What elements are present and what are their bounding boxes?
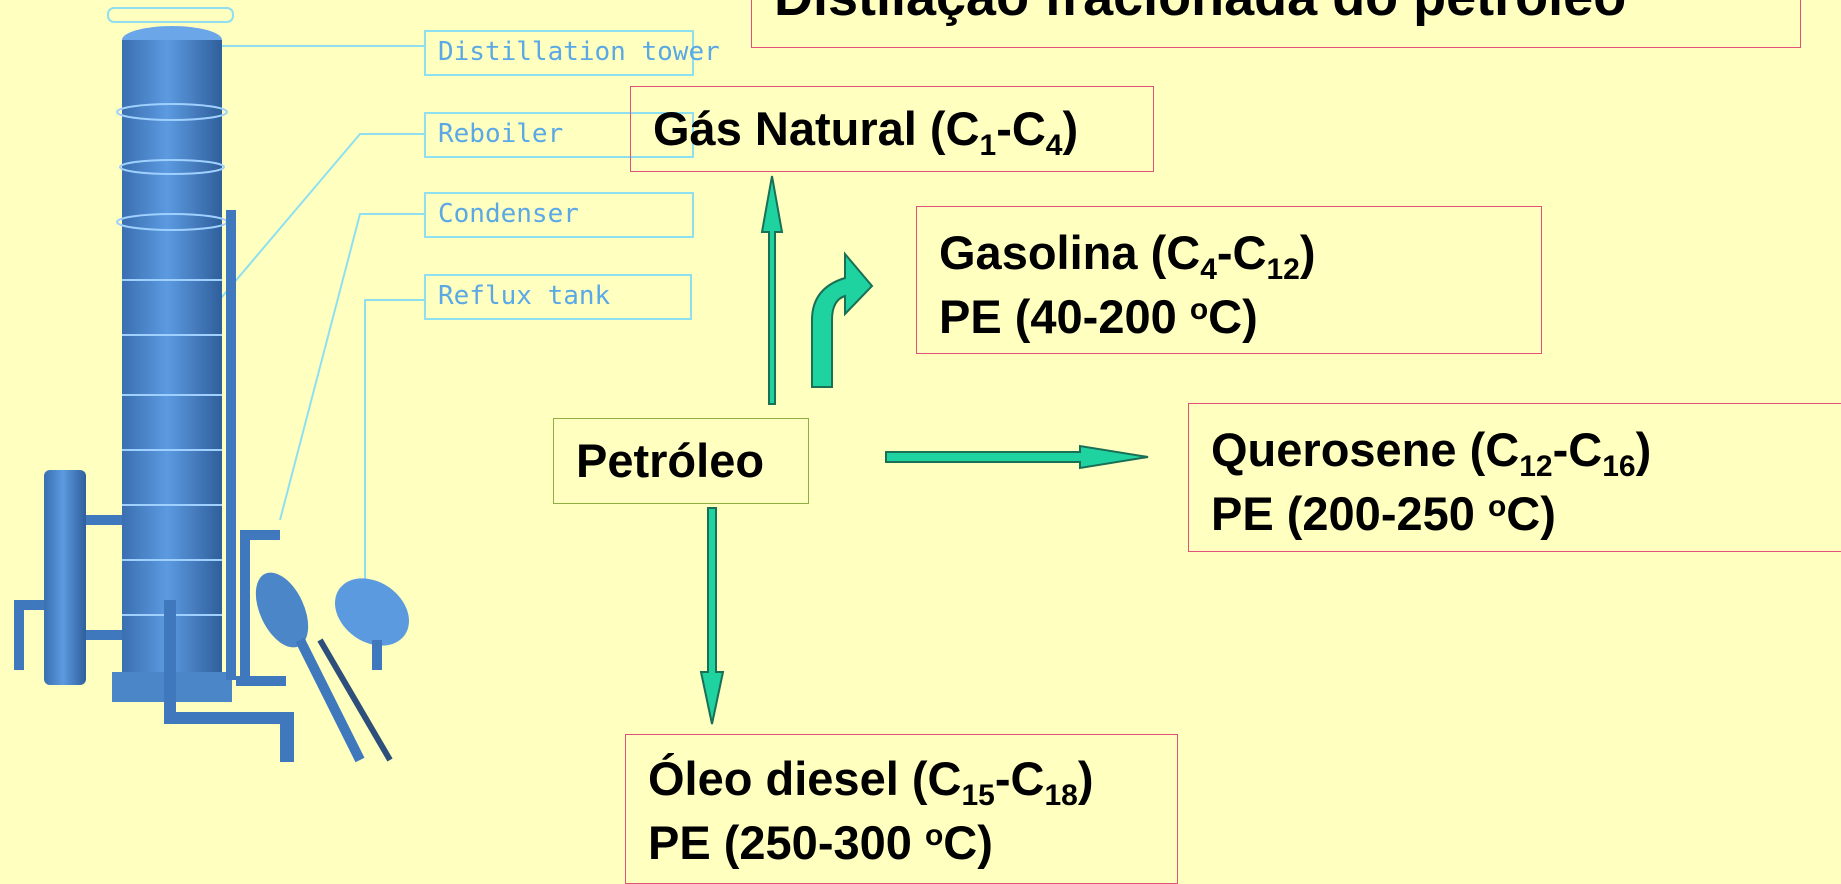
arrow-up-icon [760, 175, 784, 405]
arrow-right-icon [885, 444, 1149, 470]
oleo-name: Óleo diesel [648, 752, 899, 805]
gasolina-name: Gasolina [939, 226, 1138, 279]
label-condenser: Condenser [424, 192, 694, 238]
formula-c: C [1010, 752, 1045, 805]
formula-sub: 4 [1200, 253, 1217, 286]
pe-range: PE (250-300 [648, 816, 912, 869]
querosene-name: Querosene [1211, 423, 1457, 476]
label-distillation-tower: Distillation tower [424, 30, 720, 76]
formula-sub: 12 [1266, 253, 1300, 286]
gas-name: Gás Natural [653, 102, 917, 155]
oleo-pe: PE (250-300 oC) [648, 811, 1155, 875]
formula-sub: 12 [1519, 450, 1553, 483]
formula-c: C [1568, 423, 1603, 476]
formula-c: C [1485, 423, 1520, 476]
formula-sub: 18 [1044, 779, 1078, 812]
page-title: Distilação fracionada do petróleo [751, 0, 1801, 48]
degree-symbol: o [1487, 490, 1507, 523]
pe-range: PE (200-250 [1211, 487, 1475, 540]
source-name: Petróleo [576, 434, 765, 487]
formula-sub: 15 [961, 779, 995, 812]
pe-unit: C) [1208, 290, 1258, 343]
formula-c: C [1232, 226, 1267, 279]
distillation-column-shape [14, 7, 410, 763]
product-gas-natural: Gás Natural (C1-C4) [630, 86, 1154, 172]
formula-c: C [927, 752, 962, 805]
product-oleo-diesel: Óleo diesel (C15-C18) PE (250-300 oC) [625, 734, 1178, 884]
label-reflux-tank: Reflux tank [424, 274, 692, 320]
label-reboiler: Reboiler [424, 112, 694, 158]
formula-sub: 16 [1602, 450, 1636, 483]
pe-range: PE (40-200 [939, 290, 1177, 343]
pe-unit: C) [1506, 487, 1556, 540]
product-querosene: Querosene (C12-C16) PE (200-250 oC) [1188, 403, 1841, 552]
querosene-pe: PE (200-250 oC) [1211, 482, 1820, 546]
degree-symbol: o [1189, 293, 1209, 326]
arrow-down-icon [699, 507, 725, 725]
formula-sub: 1 [979, 129, 997, 162]
formula-sub: 4 [1045, 129, 1063, 162]
formula-c: C [1011, 102, 1046, 155]
pe-unit: C) [943, 816, 993, 869]
product-gasolina: Gasolina (C4-C12) PE (40-200 oC) [916, 206, 1542, 354]
title-text: Distilação fracionada do petróleo [774, 0, 1626, 27]
formula-c: C [945, 102, 980, 155]
formula-c: C [1166, 226, 1201, 279]
arrow-curved-icon [811, 251, 874, 388]
degree-symbol: o [924, 819, 944, 852]
source-petroleo: Petróleo [553, 418, 809, 504]
gasolina-pe: PE (40-200 oC) [939, 285, 1519, 349]
